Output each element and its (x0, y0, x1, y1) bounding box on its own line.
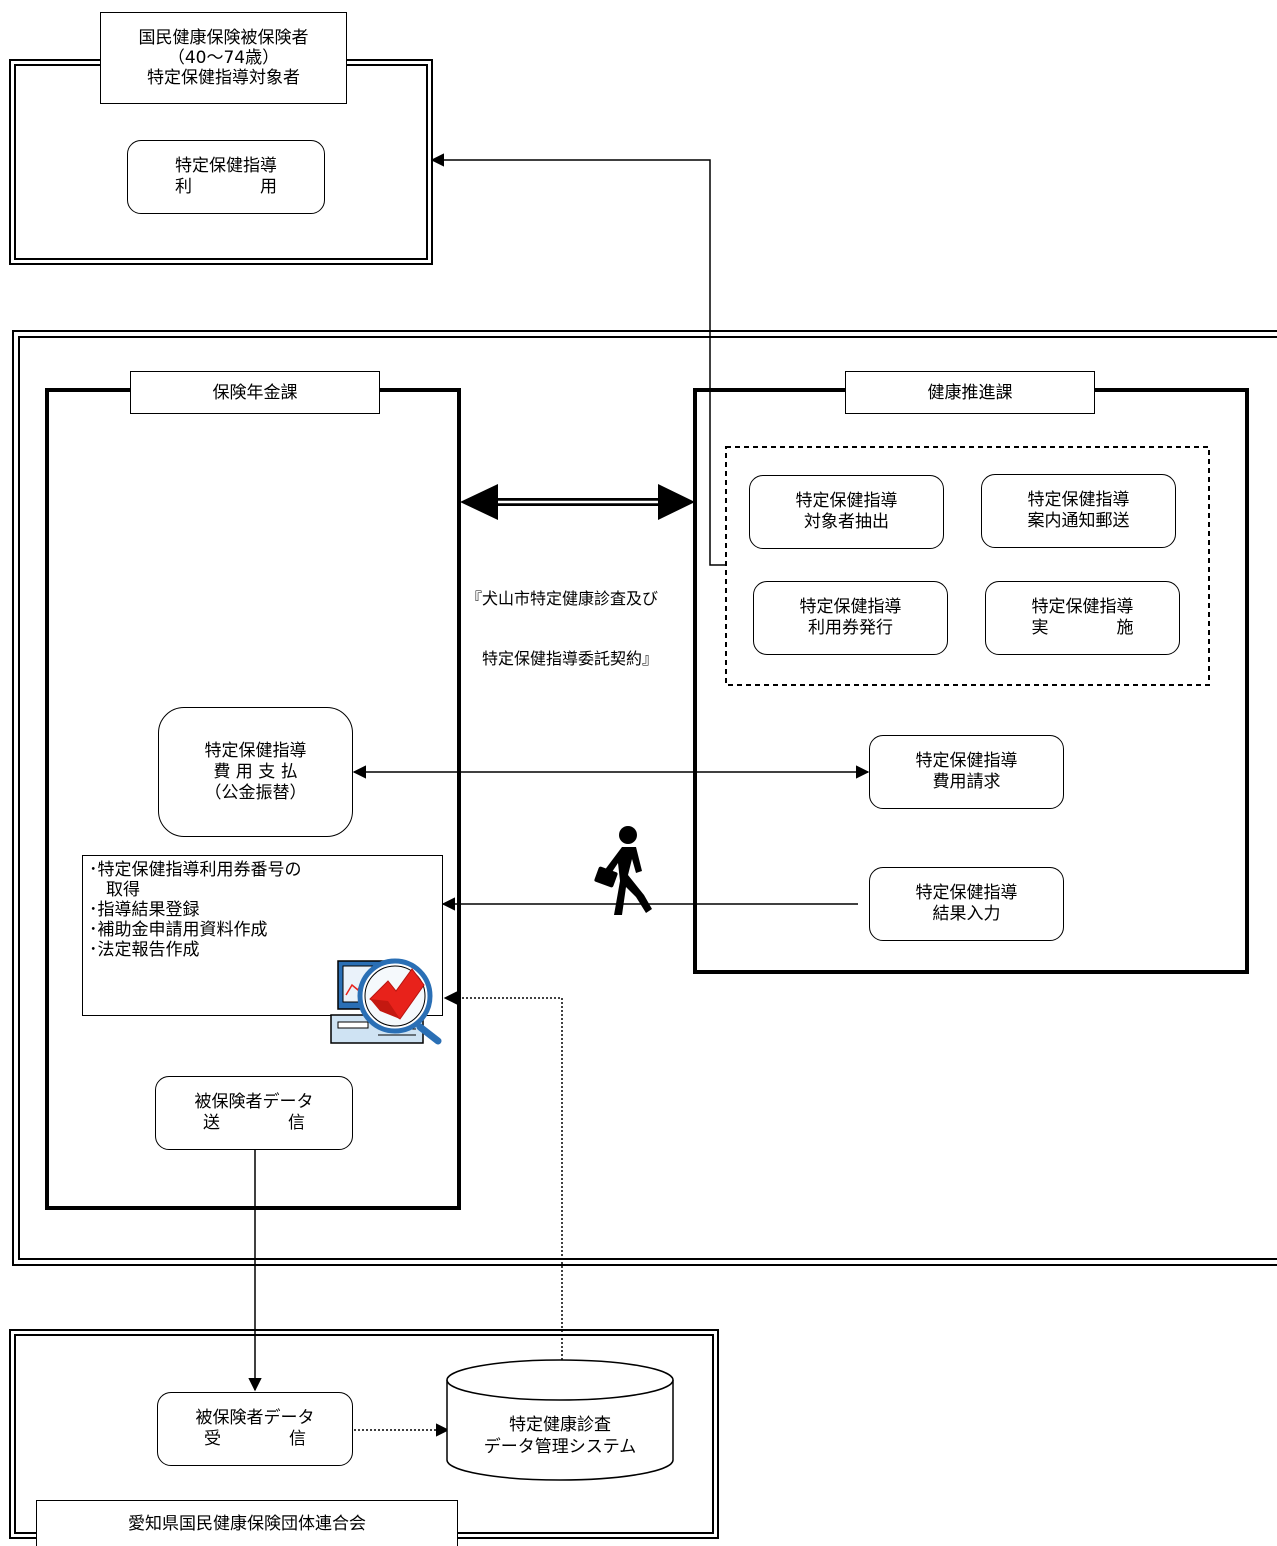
contract-line-2: 特定保健指導委託契約』 (466, 649, 658, 669)
extract-box[interactable]: 特定保健指導 対象者抽出 (749, 475, 944, 549)
payment-box[interactable]: 特定保健指導 費 用 支 払 （公金振替） (158, 707, 353, 837)
payment-line-2: 費 用 支 払 (213, 762, 297, 783)
task-item: ･補助金申請用資料作成 (89, 920, 436, 940)
send-line-1: 被保険者データ (195, 1092, 314, 1113)
insured-title: 国民健康保険被保険者 （40～74歳） 特定保健指導対象者 (100, 12, 347, 104)
conduct-box[interactable]: 特定保健指導 実 施 (985, 581, 1180, 655)
contract-double-arrow (460, 484, 695, 520)
notice-line-2: 案内通知郵送 (1028, 511, 1130, 532)
receive-box[interactable]: 被保険者データ 受 信 (157, 1392, 353, 1466)
task-item: ･指導結果登録 (89, 900, 436, 920)
payment-line-3: （公金振替） (205, 783, 307, 804)
insured-title-line-2: （40～74歳） (168, 48, 279, 68)
extract-line-2: 対象者抽出 (804, 512, 889, 533)
hoken-title: 保険年金課 (130, 371, 380, 414)
rengokai-title: 愛知県国民健康保険団体連合会 (36, 1500, 458, 1546)
result-line-1: 特定保健指導 (916, 883, 1018, 904)
notice-line-1: 特定保健指導 (1028, 490, 1130, 511)
conduct-line-1: 特定保健指導 (1032, 597, 1134, 618)
kenko-title: 健康推進課 (845, 371, 1095, 414)
contract-label: 『犬山市特定健康診査及び 特定保健指導委託契約』 (466, 549, 658, 689)
insured-title-line-1: 国民健康保険被保険者 (139, 28, 309, 48)
hoken-title-text: 保険年金課 (213, 383, 298, 403)
send-box[interactable]: 被保険者データ 送 信 (155, 1076, 353, 1150)
claim-line-1: 特定保健指導 (916, 751, 1018, 772)
receive-line-2: 受 信 (204, 1429, 306, 1450)
database-label: 特定健康診査 データ管理システム (447, 1414, 673, 1458)
result-box[interactable]: 特定保健指導 結果入力 (869, 867, 1064, 941)
task-item: 取得 (89, 880, 436, 900)
arrow-db-to-tasks (445, 998, 562, 1368)
insured-use-line-2: 利 用 (175, 177, 277, 198)
ticket-box[interactable]: 特定保健指導 利用券発行 (753, 581, 948, 655)
claim-line-2: 費用請求 (933, 772, 1001, 793)
kenko-title-text: 健康推進課 (928, 383, 1013, 403)
ticket-line-2: 利用券発行 (808, 618, 893, 639)
rengokai-title-text: 愛知県国民健康保険団体連合会 (128, 1514, 366, 1534)
extract-line-1: 特定保健指導 (796, 491, 898, 512)
ticket-line-1: 特定保健指導 (800, 597, 902, 618)
insured-use-line-1: 特定保健指導 (175, 156, 277, 177)
send-line-2: 送 信 (203, 1113, 305, 1134)
conduct-line-2: 実 施 (1032, 618, 1134, 639)
walking-person-icon (592, 823, 664, 918)
notice-box[interactable]: 特定保健指導 案内通知郵送 (981, 474, 1176, 548)
result-line-2: 結果入力 (933, 904, 1001, 925)
claim-box[interactable]: 特定保健指導 費用請求 (869, 735, 1064, 809)
insured-title-line-3: 特定保健指導対象者 (147, 68, 300, 88)
receive-line-1: 被保険者データ (196, 1408, 315, 1429)
task-item: ･特定保健指導利用券番号の (89, 860, 436, 880)
payment-line-1: 特定保健指導 (205, 741, 307, 762)
insured-use-box[interactable]: 特定保健指導 利 用 (127, 140, 325, 214)
db-line-2: データ管理システム (447, 1436, 673, 1458)
db-line-1: 特定健康診査 (447, 1414, 673, 1436)
contract-line-1: 『犬山市特定健康診査及び (466, 589, 658, 609)
computer-magnifier-icon (328, 955, 446, 1045)
